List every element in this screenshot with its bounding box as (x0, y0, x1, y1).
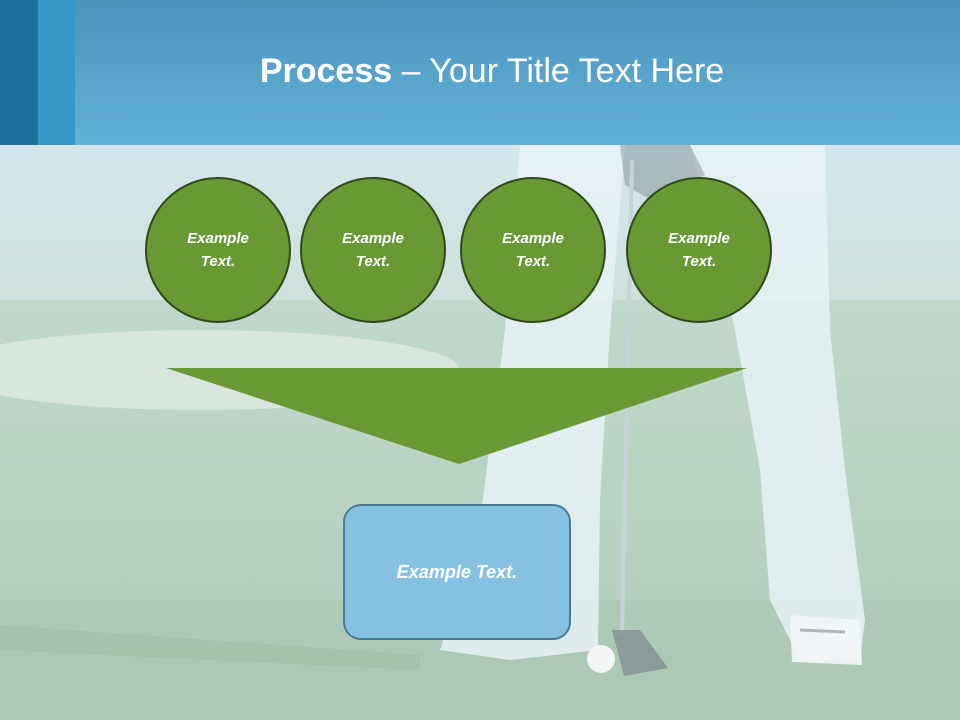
result-box-label: Example Text. (396, 561, 518, 582)
title-bar: Process – Your Title Text Here (0, 0, 960, 145)
process-step-label-2: Example Text. (342, 230, 404, 270)
page-title: Process – Your Title Text Here (259, 52, 725, 90)
process-step-label-4: Example Text. (668, 230, 730, 270)
process-step-circle-3: Example Text. (460, 177, 606, 323)
process-step-circle-4: Example Text. (626, 177, 772, 323)
result-box: Example Text. (343, 504, 571, 640)
process-step-circle-2: Example Text. (300, 177, 446, 323)
process-step-label-1: Example Text. (187, 230, 249, 270)
process-step-label-3: Example Text. (502, 230, 564, 270)
process-step-circle-1: Example Text. (145, 177, 291, 323)
header-stripe-dark (0, 0, 38, 145)
header-stripe-light (38, 0, 75, 145)
